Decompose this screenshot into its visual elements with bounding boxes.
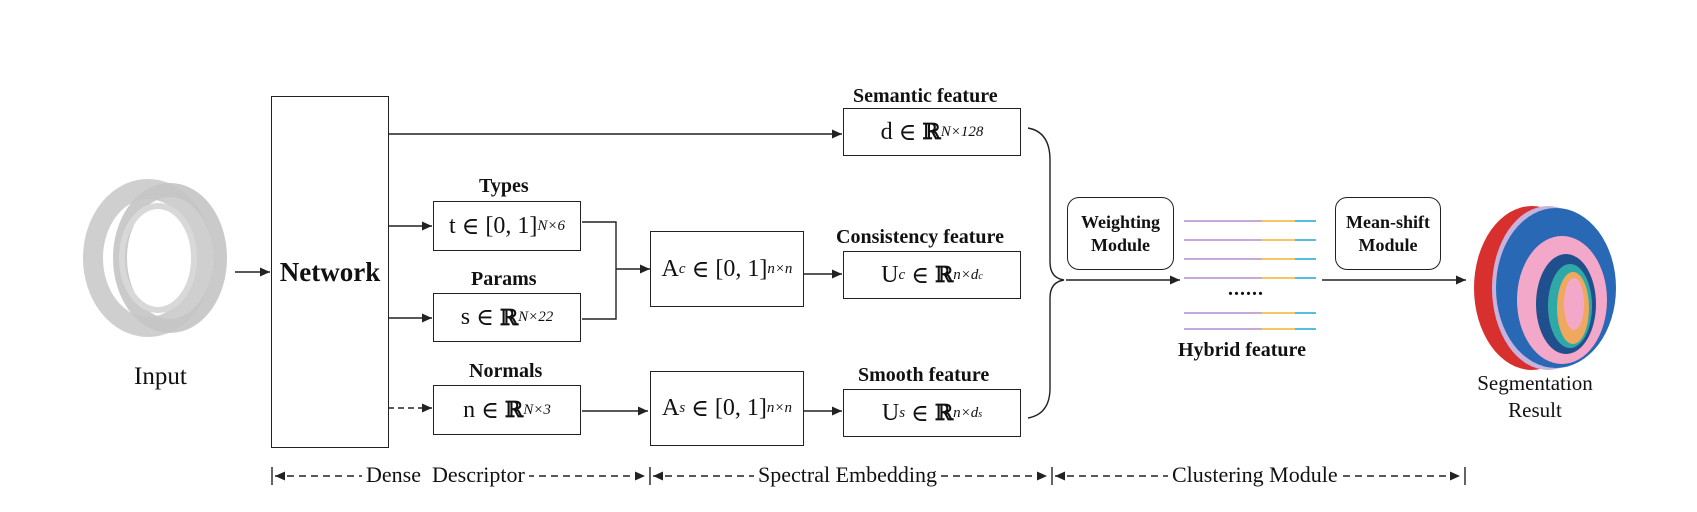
merge-brace	[1027, 127, 1065, 419]
weighting-module-line1: Weighting	[1080, 211, 1160, 232]
semantic-var: d	[880, 118, 893, 145]
uc-exp: n×d	[953, 266, 979, 283]
uc-exp-sub: c	[978, 270, 983, 282]
ac-exp: n×n	[767, 260, 793, 277]
as-set: [0, 1]	[714, 395, 767, 421]
semantic-feature-title: Semantic feature	[853, 85, 998, 107]
smooth-feature-title: Smooth feature	[858, 364, 990, 386]
us-exp-sub: s	[978, 408, 983, 420]
params-exp: N×22	[518, 309, 554, 325]
meanshift-module-line2: Module	[1358, 234, 1418, 255]
ac-sub: c	[678, 260, 686, 277]
types-var: t	[448, 212, 456, 239]
consistency-feature-title: Consistency feature	[836, 226, 1004, 248]
as-exp: n×n	[766, 400, 793, 416]
network-label: Network	[279, 256, 381, 287]
params-title: Params	[471, 268, 537, 290]
output-label-line2: Result	[1508, 398, 1562, 422]
output-label: Segmentation Result	[1470, 370, 1600, 424]
weighting-module-line2: Module	[1090, 234, 1150, 255]
normals-exp: N×3	[523, 401, 551, 418]
us-exp: n×d	[953, 404, 979, 421]
input-ring-icon	[83, 179, 227, 337]
segmentation-result-icon	[1474, 206, 1616, 370]
uc-set: ℝ	[934, 262, 954, 288]
meanshift-module-line1: Mean-shift	[1346, 211, 1430, 232]
uc-sub: c	[898, 266, 906, 283]
hybrid-feature-lines	[1184, 220, 1316, 330]
network-box: Network	[271, 96, 389, 448]
us-set: ℝ	[934, 400, 954, 426]
ac-set: [0, 1]	[715, 255, 768, 282]
input-label: Input	[134, 363, 187, 390]
normals-title: Normals	[469, 360, 543, 382]
types-title: Types	[479, 175, 529, 197]
semantic-exp: N×128	[940, 123, 984, 140]
section-dividers	[271, 467, 1466, 485]
types-exp: N×6	[537, 217, 566, 234]
normals-set: ℝ	[504, 397, 524, 423]
section-clustering-module: Clustering Module	[1168, 462, 1342, 488]
types-box: t ∈ [0, 1]N×6	[433, 201, 581, 251]
output-label-line1: Segmentation	[1477, 371, 1593, 395]
hybrid-feature-title: Hybrid feature	[1178, 339, 1306, 361]
section-spectral-embedding: Spectral Embedding	[754, 462, 942, 488]
connector-types-params	[582, 221, 617, 320]
params-set: ℝ	[499, 304, 519, 331]
as-var: A	[661, 395, 680, 421]
us-sub: s	[899, 404, 906, 421]
weighting-module-box: Weighting Module	[1067, 197, 1174, 270]
types-set: [0, 1]	[485, 212, 538, 239]
ac-var: A	[661, 255, 679, 282]
us-var: U	[881, 399, 900, 426]
normals-var: n	[463, 396, 476, 423]
section-dense-descriptor: Dense Descriptor	[362, 462, 529, 488]
semantic-set: ℝ	[922, 119, 941, 145]
meanshift-module-box: Mean-shift Module	[1335, 197, 1441, 270]
params-var: s	[460, 304, 471, 330]
as-sub: s	[679, 400, 686, 416]
hybrid-dots: ......	[1228, 278, 1264, 300]
uc-var: U	[881, 261, 899, 288]
